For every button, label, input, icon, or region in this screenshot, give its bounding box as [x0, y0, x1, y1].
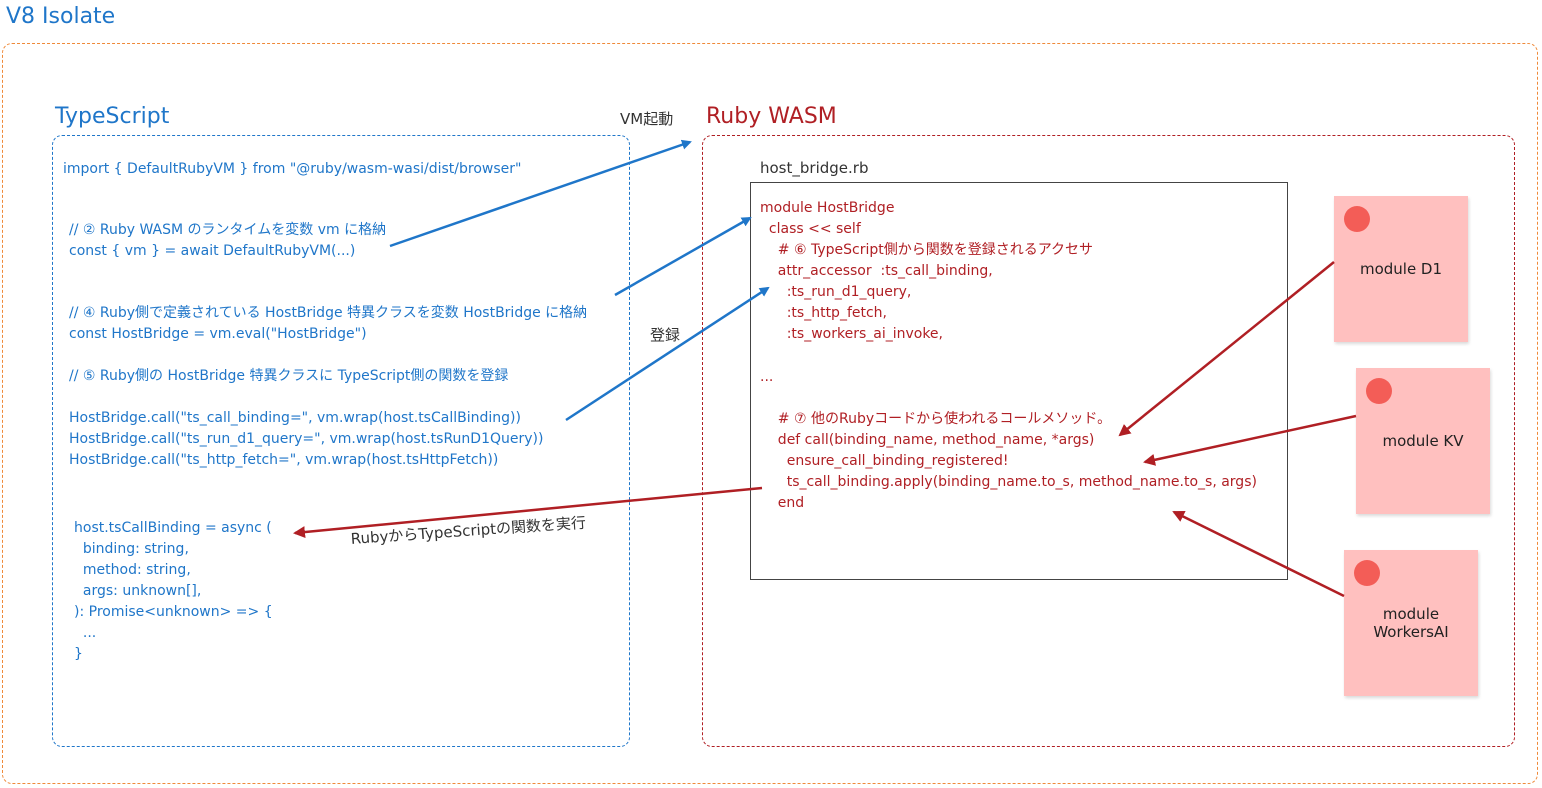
ts-fn-line-5: ): Promise<unknown> => {: [74, 604, 273, 620]
module-d1-note: module D1: [1334, 196, 1468, 342]
module-kv-note: module KV: [1356, 368, 1490, 514]
ts-call-1: HostBridge.call("ts_call_binding=", vm.w…: [69, 410, 521, 426]
ts-fn-line-6: ...: [74, 625, 97, 641]
arrow-workersai: [1172, 510, 1345, 598]
ts-fn-line-4: args: unknown[],: [74, 583, 202, 599]
arrow-register: [565, 286, 770, 422]
rb-line-13: end: [760, 495, 805, 511]
rb-line-3: # ⑥ TypeScript側から関数を登録されるアクセサ: [760, 242, 1094, 258]
ts-fn-line-7: }: [74, 646, 83, 662]
ts-line-hostbridge: const HostBridge = vm.eval("HostBridge"): [69, 326, 367, 342]
v8-isolate-box: [2, 43, 1538, 784]
host-bridge-file-box: [750, 182, 1288, 580]
module-d1-label: module D1: [1359, 260, 1443, 278]
rb-line-10: def call(binding_name, method_name, *arg…: [760, 432, 1095, 448]
rb-line-9: # ⑦ 他のRubyコードから使われるコールメソッド。: [760, 411, 1112, 427]
ts-fn-line-3: method: string,: [74, 562, 191, 578]
rb-line-8: ...: [760, 369, 774, 385]
arrow-vm-start: [389, 139, 692, 248]
ts-line-vm: const { vm } = await DefaultRubyVM(...): [69, 243, 356, 259]
pin-icon: [1366, 378, 1392, 404]
rb-line-12: ts_call_binding.apply(binding_name.to_s,…: [760, 474, 1257, 490]
ts-comment-4: // ④ Ruby側で定義されている HostBridge 特異クラスを変数 H…: [69, 305, 588, 321]
ts-call-3: HostBridge.call("ts_http_fetch=", vm.wra…: [69, 452, 499, 468]
rb-line-4: attr_accessor :ts_call_binding,: [760, 263, 993, 279]
arrow-d1: [1118, 261, 1335, 437]
rb-line-6: :ts_http_fetch,: [760, 305, 887, 321]
rb-line-5: :ts_run_d1_query,: [760, 284, 912, 300]
pin-icon: [1354, 560, 1380, 586]
ts-import-line: import { DefaultRubyVM } from "@ruby/was…: [63, 161, 522, 177]
module-workersai-note: module WorkersAI: [1344, 550, 1478, 696]
register-label: 登録: [650, 326, 681, 344]
module-kv-label: module KV: [1382, 432, 1464, 450]
v8-isolate-title: V8 Isolate: [6, 4, 116, 29]
arrow-hostbridge: [614, 216, 752, 297]
ts-fn-line-2: binding: string,: [74, 541, 189, 557]
ts-comment-5: // ⑤ Ruby側の HostBridge 特異クラスに TypeScript…: [69, 368, 509, 384]
ts-fn-line-1: host.tsCallBinding = async (: [74, 520, 272, 536]
rb-line-11: ensure_call_binding_registered!: [760, 453, 1009, 469]
rb-line-7: :ts_workers_ai_invoke,: [760, 326, 943, 342]
arrow-kv: [1143, 414, 1357, 466]
ruby-wasm-box: [702, 135, 1515, 747]
rb-line-1: module HostBridge: [760, 200, 895, 216]
pin-icon: [1344, 206, 1370, 232]
typescript-box: [52, 135, 630, 747]
module-workersai-label: module WorkersAI: [1373, 605, 1449, 641]
vm-start-label: VM起動: [620, 110, 674, 128]
host-bridge-file-title: host_bridge.rb: [760, 159, 869, 177]
ts-comment-2: // ② Ruby WASM のランタイムを変数 vm に格納: [69, 222, 387, 238]
ts-call-2: HostBridge.call("ts_run_d1_query=", vm.w…: [69, 431, 544, 447]
rb-line-2: class << self: [760, 221, 861, 237]
ruby-wasm-title: Ruby WASM: [706, 104, 837, 129]
typescript-title: TypeScript: [55, 104, 170, 129]
arrow-call-ts: [293, 486, 763, 539]
